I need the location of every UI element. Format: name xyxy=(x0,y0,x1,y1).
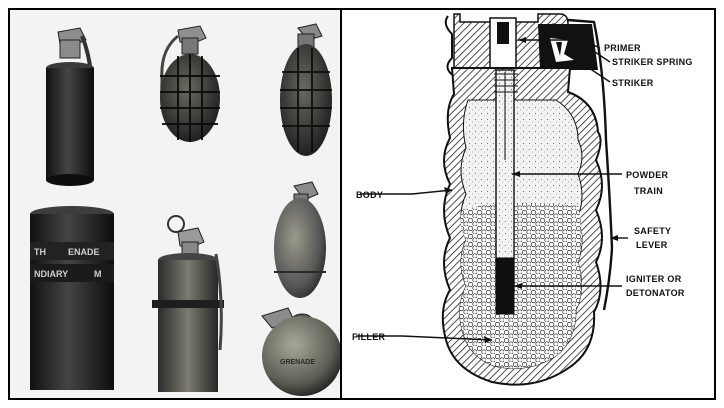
ball-grenade-photo: GRENADE xyxy=(262,308,340,396)
label-striker: STRIKER xyxy=(612,78,654,88)
label-primer: PRIMER xyxy=(604,43,641,53)
label-powder: POWDER xyxy=(626,170,669,180)
canister-label-line1: ENADE xyxy=(68,247,100,257)
canister-label-suffix: M xyxy=(94,269,102,279)
cylinder-grenade-photo xyxy=(152,216,224,392)
egg-grenade-photo xyxy=(274,182,326,298)
label-train: TRAIN xyxy=(634,186,663,196)
incendiary-canister-photo: TH ENADE NDIARY M xyxy=(30,206,114,390)
cutaway-diagram-panel: PRIMER STRIKER SPRING STRIKER POWDER TRA… xyxy=(342,10,714,398)
label-safety: SAFETY xyxy=(634,226,671,236)
label-filler: FILLER xyxy=(352,332,385,342)
label-body: BODY xyxy=(356,190,383,200)
grenade-body xyxy=(443,68,602,385)
frag-grenade-photo xyxy=(280,24,332,156)
ball-grenade-label: GRENADE xyxy=(280,359,315,366)
pineapple-grenade-photo xyxy=(160,26,220,142)
grenade-photos: TH ENADE NDIARY M xyxy=(10,10,340,398)
canister-label-prefix: TH xyxy=(34,247,46,257)
smoke-grenade-photo xyxy=(46,28,94,186)
figure-frame: TH ENADE NDIARY M xyxy=(8,8,716,400)
grenade-cutaway-diagram: PRIMER STRIKER SPRING STRIKER POWDER TRA… xyxy=(342,10,714,398)
canister-label-line2: NDIARY xyxy=(34,269,68,279)
label-igniter-or: IGNITER OR xyxy=(626,274,682,284)
label-striker-spring: STRIKER SPRING xyxy=(612,57,693,67)
label-detonator: DETONATOR xyxy=(626,288,685,298)
grenade-photo-panel: TH ENADE NDIARY M xyxy=(10,10,340,398)
label-lever: LEVER xyxy=(636,240,668,250)
